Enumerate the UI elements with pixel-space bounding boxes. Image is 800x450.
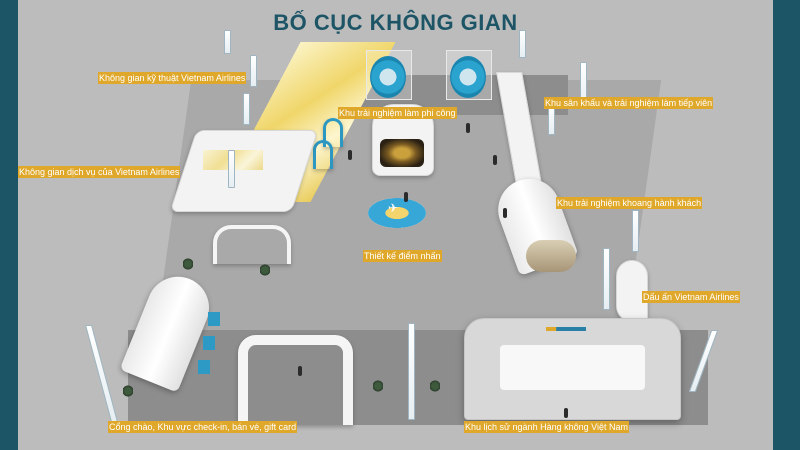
- page-title: BỐ CỤC KHÔNG GIAN: [273, 10, 518, 35]
- welcome-gate-arch: [238, 335, 353, 425]
- checkin-counter-1: [208, 312, 220, 326]
- pillar: [632, 210, 639, 252]
- history-screen: [500, 345, 645, 390]
- vietnam-airlines-logo-icon: [546, 327, 586, 331]
- person: [564, 408, 568, 418]
- floor-plan-canvas: BỐ CỤC KHÔNG GIAN ✈: [18, 0, 773, 450]
- zone-label-technical: Không gian kỹ thuật Vietnam Airlines: [98, 72, 247, 84]
- pillar: [519, 30, 526, 58]
- pillar: [603, 248, 610, 310]
- plant: [430, 380, 440, 392]
- person: [348, 150, 352, 160]
- zone-label-stage: Khu sân khấu và trải nghiệm làm tiếp viê…: [544, 97, 714, 109]
- pillar: [243, 93, 250, 125]
- plant: [123, 385, 133, 397]
- person: [493, 155, 497, 165]
- zone-label-pilot: Khu trải nghiệm làm phi công: [338, 107, 457, 119]
- person: [404, 192, 408, 202]
- airplane-model-icon: ✈: [388, 201, 399, 215]
- person: [503, 208, 507, 218]
- technical-arch-2: [313, 140, 333, 169]
- technical-arch-1: [323, 118, 343, 147]
- cockpit-screen: [380, 139, 424, 167]
- pillar: [224, 30, 231, 54]
- engine-icon-2: [450, 56, 486, 98]
- person: [298, 366, 302, 376]
- lounge-arch: [213, 225, 291, 264]
- plant: [260, 264, 270, 276]
- engine-icon-1: [370, 56, 406, 98]
- pillar: [228, 150, 235, 188]
- zone-label-cabin: Khu trải nghiệm khoang hành khách: [556, 197, 703, 209]
- zone-label-gate: Cổng chào, Khu vực check-in, bán vé, gif…: [108, 421, 298, 433]
- zone-label-highlight: Thiết kế điểm nhấn: [363, 250, 442, 262]
- zone-label-history: Khu lịch sử ngành Hàng không Việt Nam: [464, 421, 629, 433]
- plant: [373, 380, 383, 392]
- zone-label-imprint: Dấu ấn Vietnam Airlines: [642, 291, 740, 303]
- checkin-counter-2: [203, 336, 215, 350]
- pillar: [408, 323, 415, 420]
- person: [466, 123, 470, 133]
- plant: [183, 258, 193, 270]
- cabin-interior: [526, 240, 576, 272]
- checkin-counter-3: [198, 360, 210, 374]
- highlight-platform: [368, 198, 426, 228]
- pillar: [85, 325, 118, 422]
- pillar: [250, 55, 257, 87]
- zone-label-service: Không gian dịch vụ của Vietnam Airlines: [18, 166, 181, 178]
